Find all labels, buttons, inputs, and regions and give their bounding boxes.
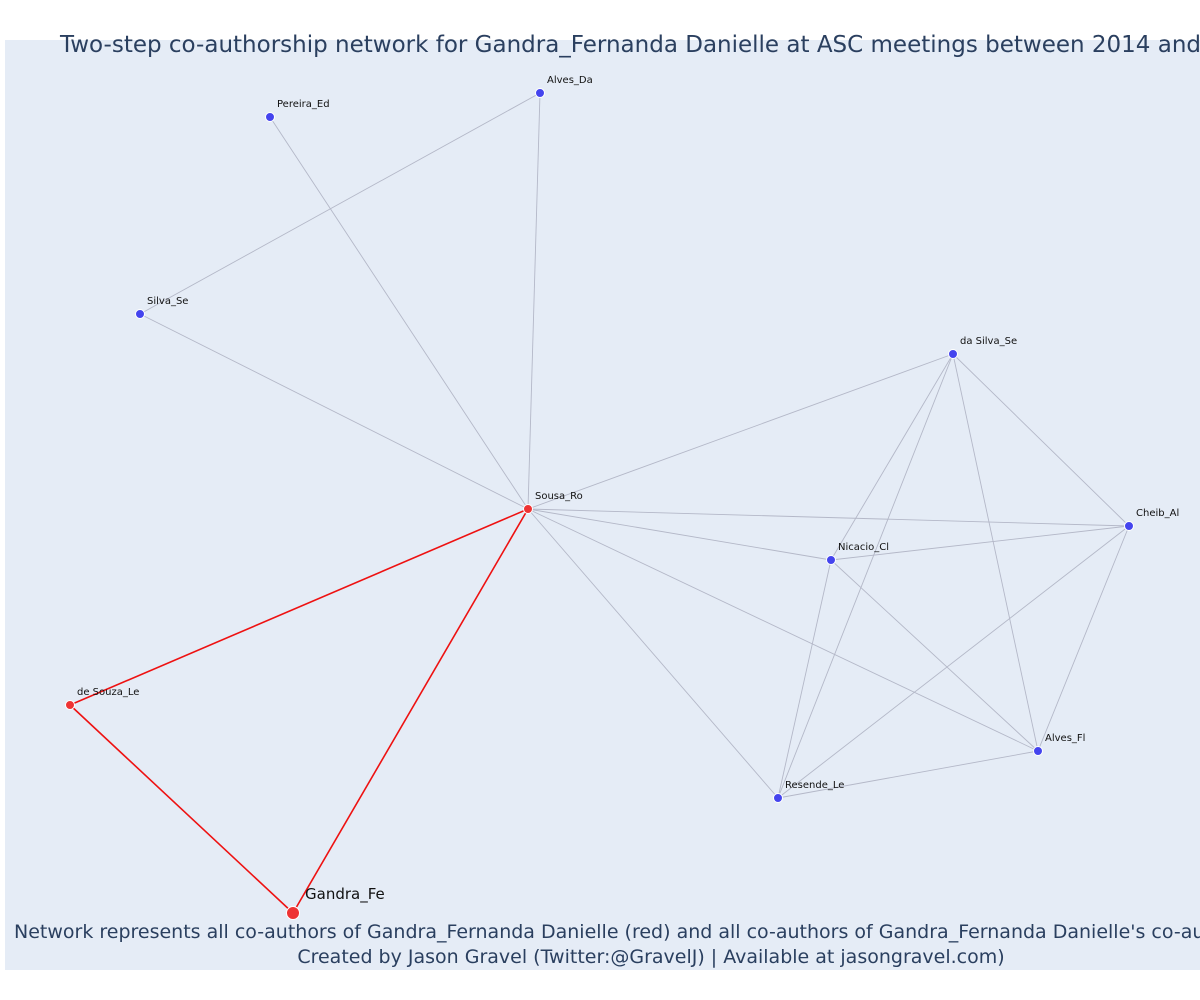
edge-sousa_ro-nicacio_cl <box>527 508 832 561</box>
edge-da_silva_se-cheib_al <box>952 353 1130 527</box>
node-de_souza_le[interactable]: de Souza_Le <box>65 687 140 710</box>
node-marker[interactable] <box>948 349 958 359</box>
node-nicacio_cl[interactable]: Nicacio_Cl <box>826 542 890 565</box>
edge-sousa_ro-resende_le <box>527 508 779 799</box>
node-alves_fl[interactable]: Alves_Fl <box>1033 733 1086 756</box>
node-pereira_ed[interactable]: Pereira_Ed <box>265 99 330 122</box>
node-label: Gandra_Fe <box>305 885 385 904</box>
edge-nicacio_cl-resende_le <box>777 559 832 799</box>
node-label: Nicacio_Cl <box>838 542 889 553</box>
edge-da_silva_se-resende_le <box>777 353 954 799</box>
node-label: Cheib_Al <box>1136 508 1179 519</box>
node-sousa_ro[interactable]: Sousa_Ro <box>523 491 583 514</box>
node-label: Pereira_Ed <box>277 99 330 110</box>
edge-silva_se-sousa_ro <box>139 313 529 510</box>
edge-gandra_fe-de_souza_le <box>69 704 294 914</box>
edge-gandra_fe-sousa_ro <box>292 508 529 914</box>
node-alves_da[interactable]: Alves_Da <box>535 75 593 98</box>
edge-cheib_al-resende_le <box>777 525 1130 799</box>
edge-sousa_ro-alves_fl <box>527 508 1039 752</box>
edge-cheib_al-nicacio_cl <box>830 525 1130 561</box>
node-marker[interactable] <box>523 504 533 514</box>
node-marker[interactable] <box>1033 746 1043 756</box>
node-cheib_al[interactable]: Cheib_Al <box>1124 508 1180 531</box>
edge-da_silva_se-nicacio_cl <box>830 353 954 561</box>
node-marker[interactable] <box>265 112 275 122</box>
caption-network-description: Network represents all co-authors of Gan… <box>14 921 1200 943</box>
caption-credits: Created by Jason Gravel (Twitter:@Gravel… <box>297 946 1004 968</box>
node-marker[interactable] <box>1124 521 1134 531</box>
node-label: da Silva_Se <box>960 336 1017 347</box>
edge-da_silva_se-alves_fl <box>952 353 1039 752</box>
chart-title: Two-step co-authorship network for Gandr… <box>59 32 1200 58</box>
node-label: Sousa_Ro <box>535 491 583 502</box>
edge-nicacio_cl-alves_fl <box>830 559 1039 752</box>
node-silva_se[interactable]: Silva_Se <box>135 296 189 319</box>
node-label: Resende_Le <box>785 780 844 791</box>
node-label: de Souza_Le <box>77 687 139 698</box>
node-marker[interactable] <box>286 906 300 920</box>
node-label: Alves_Da <box>547 75 593 86</box>
node-marker[interactable] <box>65 700 75 710</box>
edge-alves_da-sousa_ro <box>527 92 541 510</box>
edge-pereira_ed-sousa_ro <box>269 116 529 510</box>
node-marker[interactable] <box>535 88 545 98</box>
edge-alves_fl-resende_le <box>777 750 1039 799</box>
node-gandra_fe[interactable]: Gandra_Fe <box>286 885 385 920</box>
edges-layer <box>69 92 1130 914</box>
edge-sousa_ro-cheib_al <box>527 508 1130 527</box>
edge-cheib_al-alves_fl <box>1037 525 1130 752</box>
edge-alves_da-silva_se <box>139 92 541 315</box>
edge-sousa_ro-da_silva_se <box>527 353 954 510</box>
node-da_silva_se[interactable]: da Silva_Se <box>948 336 1018 359</box>
node-label: Silva_Se <box>147 296 188 307</box>
node-resende_le[interactable]: Resende_Le <box>773 780 845 803</box>
edge-de_souza_le-sousa_ro <box>69 508 529 706</box>
plot-background <box>5 40 1200 970</box>
node-label: Alves_Fl <box>1045 733 1085 744</box>
node-marker[interactable] <box>773 793 783 803</box>
node-marker[interactable] <box>826 555 836 565</box>
node-marker[interactable] <box>135 309 145 319</box>
